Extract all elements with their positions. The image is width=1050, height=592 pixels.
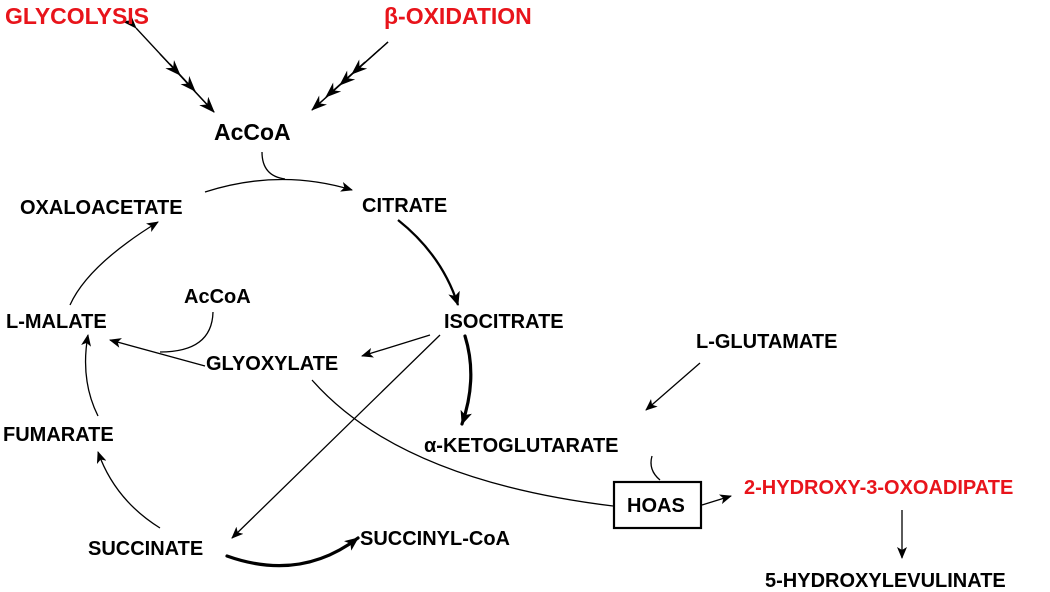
beta-oxidation-to-accoa-arrow [311,41,389,111]
label-fumarate: FUMARATE [3,424,114,446]
accoa-join-curve [261,151,286,180]
citrate-to-isocitrate-arrow [397,219,460,306]
isocitrate-to-succinate-arrow [231,334,441,539]
glutamate-to-akg-arrow [645,362,701,411]
oxaloacetate-to-citrate-arc [204,178,353,193]
succinate-succinylcoa-arrow [225,536,360,568]
label-l-glutamate: L-GLUTAMATE [696,331,837,353]
hoas-to-oxoadipate-arrow [701,494,732,506]
isocitrate-to-glyoxylate-arrow [361,334,431,358]
label-alpha-ketoglutarate: α-KETOGLUTARATE [424,435,619,457]
label-citrate: CITRATE [362,195,447,217]
label-l-malate: L-MALATE [6,311,107,333]
label-beta-oxidation: β-OXIDATION [384,3,532,29]
label-succinate: SUCCINATE [88,538,203,560]
hoas-box [612,480,703,530]
label-oxaloacetate: OXALOACETATE [20,197,183,219]
glycolysis-to-accoa-arrow [121,12,215,113]
fumarate-to-malate-arrow [81,334,99,417]
glyoxylate-to-malate-arrow [109,338,206,367]
label-isocitrate: ISOCITRATE [444,311,564,333]
isocitrate-to-akg-arrow [460,334,473,426]
label-glyoxylate: GLYOXYLATE [206,353,338,375]
label-glycolysis: GLYCOLYSIS [5,3,149,29]
malate-to-oxaloacetate-arrow [69,221,159,306]
label-accoa-mid: AcCoA [184,286,251,308]
succinate-to-fumarate-arrow [96,451,161,529]
label-succinyl-coa: SUCCINYL-CoA [360,528,510,550]
accoa-to-malate-curve [159,311,214,353]
label-5-hydroxylevulinate: 5-HYDROXYLEVULINATE [765,570,1006,592]
label-accoa-top: AcCoA [214,119,291,145]
akg-to-hoas-curve [650,455,661,481]
label-2-hydroxy-3-oxoadipate: 2-HYDROXY-3-OXOADIPATE [744,477,1013,499]
label-hoas: HOAS [627,495,685,517]
glyoxylate-to-hoas-curve [311,379,614,507]
